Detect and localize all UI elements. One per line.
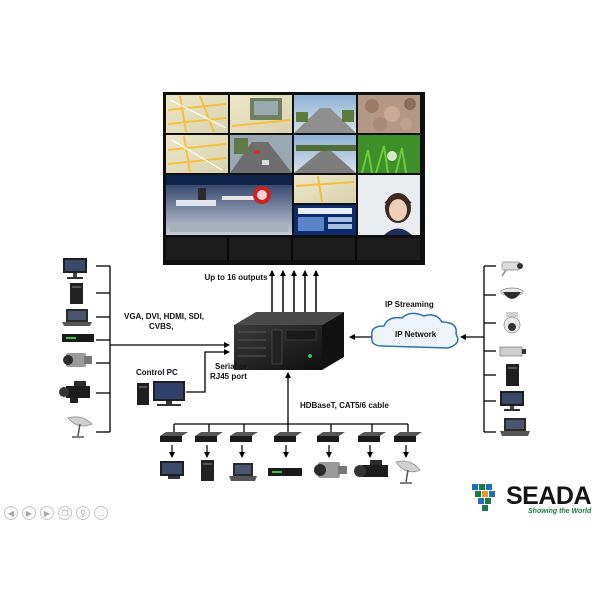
wall-tile-portrait [358,175,420,235]
serial-label-line1: Serial or [215,362,248,371]
next-icon[interactable]: ▶ [40,506,54,520]
camcorder-icon [63,353,92,367]
laptop-icon [229,463,257,481]
ip-network-cloud [370,312,459,349]
prev-icon[interactable]: ◀ [4,506,18,520]
hdbaset-label: HDBaseT, CAT5/6 cable [300,401,389,410]
dvd-player-icon [62,334,94,342]
laptop-icon [62,309,92,326]
seada-logo: SEADA Showing the World [468,480,598,520]
slideshow-controls: ◀ ▶ ▶ ❐ ⚲ … [4,506,108,522]
receiver-arrows [169,445,409,458]
wall-tile-seada-screen [294,205,356,235]
nvr-tower-icon [506,364,519,386]
box-camera-icon [499,346,526,357]
wall-tile-map [294,175,356,203]
seada-logo-tagline: Showing the World [528,508,592,515]
output-arrows [269,270,319,312]
right-input-bus [460,265,496,433]
wall-tile-highway [294,95,356,133]
camcorder-icon [314,462,347,478]
wall-tile-road [294,135,356,173]
tower-pc-icon [70,283,83,304]
hdbaset-receivers [160,432,422,442]
outputs-label: Up to 16 outputs [204,273,268,282]
desktop-pc-icon [160,461,184,479]
serial-label-line2: RJ45 port [210,372,247,381]
desktop-pc-icon [500,391,524,411]
video-wall-processor [234,312,344,370]
ip-streaming-label: IP Streaming [385,300,434,309]
satellite-dish-icon [67,416,93,438]
zoom-icon[interactable]: ⚲ [76,506,90,520]
hdbaset-receiver [195,432,223,442]
inputs-label-line2: CVBS, [149,322,174,331]
laptop-icon [500,418,530,436]
wall-tile-map [230,95,292,133]
hdbaset-receiver [394,432,422,442]
control-pc-icon [137,381,185,406]
speed-dome-camera-icon [503,312,521,334]
wall-tile-news-studio [166,175,292,235]
satellite-dish-icon [395,460,421,484]
wall-tile-map [166,135,228,173]
pro-camera-icon [59,381,90,403]
hdbaset-receiver [274,432,302,442]
pro-camera-icon [354,460,388,477]
more-icon[interactable]: … [94,506,108,520]
control-pc-label: Control PC [136,368,178,377]
inputs-label-line1: VGA, DVI, HDMI, SDI, [124,312,205,321]
left-input-bus [96,265,230,433]
hdbaset-receiver [230,432,258,442]
copy-icon[interactable]: ❐ [58,506,72,520]
wall-tile-traffic [230,135,292,173]
seada-logo-mark [472,484,495,511]
desktop-pc-icon [63,258,87,279]
serial-link [186,349,230,393]
video-wall [163,92,425,265]
seada-logo-word: SEADA [506,482,592,510]
tower-pc-icon [201,460,214,481]
wall-tile-map [166,95,228,133]
wall-tile-texture [358,95,420,133]
hdbaset-bus [173,372,409,432]
bullet-camera-icon [501,261,523,277]
hdbaset-receiver [160,432,188,442]
hdbaset-receiver [358,432,386,442]
dvd-player-icon [268,468,302,476]
wall-tile-grass [358,135,420,174]
dome-camera-icon [500,287,524,299]
ip-network-label: IP Network [395,330,437,339]
play-icon[interactable]: ▶ [22,506,36,520]
hdbaset-receiver [317,432,345,442]
